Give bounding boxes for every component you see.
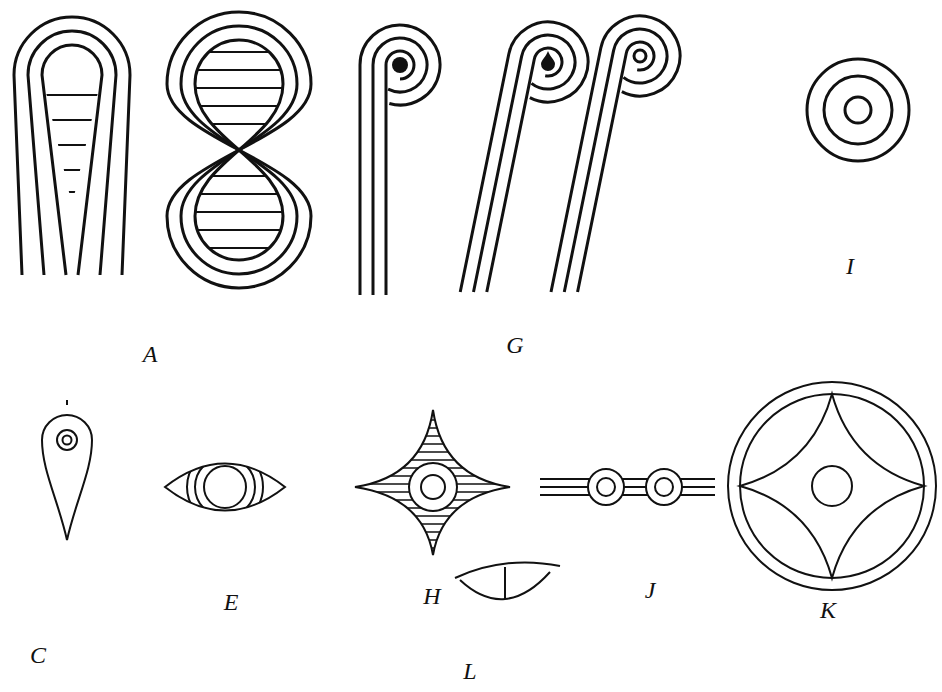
- outer-ring: [807, 59, 909, 161]
- loop-line: [14, 17, 130, 275]
- spiral-line: [373, 38, 427, 295]
- spiral-line: [551, 16, 680, 292]
- spiral: [551, 16, 680, 292]
- loop-line: [28, 31, 116, 275]
- hatch-line: [179, 193, 299, 195]
- eye-outline: [165, 464, 285, 511]
- hatch-line: [179, 211, 299, 213]
- figure-letter: L: [463, 659, 476, 683]
- chain-ring: [646, 469, 682, 505]
- figure-letter: G: [506, 333, 523, 357]
- hatch-line: [32, 144, 112, 146]
- spiral-dot: [392, 57, 408, 73]
- hatch-line: [350, 451, 515, 453]
- eight-line: [167, 12, 311, 288]
- hatch-line: [32, 169, 112, 171]
- chain-line: [540, 494, 715, 496]
- concentric-circle-motif: [807, 59, 909, 161]
- spiral-line: [564, 29, 667, 292]
- loop-motif: [14, 17, 130, 275]
- hatch-line: [350, 435, 515, 437]
- figure-letter: K: [820, 598, 836, 622]
- middle-ring: [824, 76, 892, 144]
- hatch-line: [350, 443, 515, 445]
- hatch-line: [350, 539, 515, 541]
- spiral-line: [460, 22, 588, 292]
- spiral-line: [360, 25, 440, 295]
- spiral: [360, 25, 440, 295]
- hatch-line: [179, 51, 299, 53]
- spiral-ring: [634, 50, 646, 62]
- center-circle: [812, 466, 852, 506]
- divider-line: [504, 567, 506, 599]
- hatch-line: [350, 419, 515, 421]
- star-center: [421, 475, 445, 499]
- figure-letter: H: [423, 584, 440, 608]
- hatch-line: [32, 191, 112, 193]
- ring-chain-motif: [540, 469, 715, 505]
- star-outline: [355, 410, 510, 555]
- eye-pupil: [204, 466, 246, 508]
- chain-ring: [588, 469, 624, 505]
- eye-ring: [57, 430, 77, 450]
- spiral-motif: [360, 16, 680, 295]
- upper-arc: [455, 562, 560, 578]
- chain-ring-inner: [655, 478, 673, 496]
- teardrop-outline: [42, 415, 92, 540]
- eye-arc: [187, 449, 263, 525]
- hatch-line: [179, 87, 299, 89]
- hatch-line: [350, 515, 515, 517]
- hatch-line: [350, 459, 515, 461]
- figure-letter: I: [846, 254, 854, 278]
- spiral: [460, 22, 588, 292]
- star-ring: [409, 463, 457, 511]
- spiral-line: [386, 51, 414, 295]
- outer-ring: [728, 382, 936, 590]
- loop-line: [42, 45, 102, 275]
- chain-ring-inner: [597, 478, 615, 496]
- segment-motif: [455, 562, 560, 599]
- chain-line: [540, 478, 715, 480]
- figure-letter: A: [143, 342, 158, 366]
- hatch-line: [350, 531, 515, 533]
- figure-eight-motif: [167, 12, 311, 288]
- figure-letter: J: [645, 578, 656, 602]
- eye-dot: [63, 436, 72, 445]
- teardrop-motif: [42, 400, 92, 540]
- star-in-circle-motif: [728, 382, 936, 590]
- figure-letter: C: [30, 643, 46, 667]
- hatch-line: [32, 119, 112, 121]
- star-motif: [350, 410, 515, 555]
- inner-ring: [845, 97, 871, 123]
- inner-ring: [740, 394, 924, 578]
- hatch-line: [350, 523, 515, 525]
- eye-motif: [165, 449, 285, 525]
- chain-line: [540, 486, 715, 488]
- hatch-line: [179, 105, 299, 107]
- hatch-line: [179, 247, 299, 249]
- spiral-drop: [541, 51, 555, 71]
- concave-star: [740, 394, 924, 578]
- figure-letter: E: [224, 590, 239, 614]
- hatch-line: [350, 427, 515, 429]
- stray-mark: [66, 400, 68, 405]
